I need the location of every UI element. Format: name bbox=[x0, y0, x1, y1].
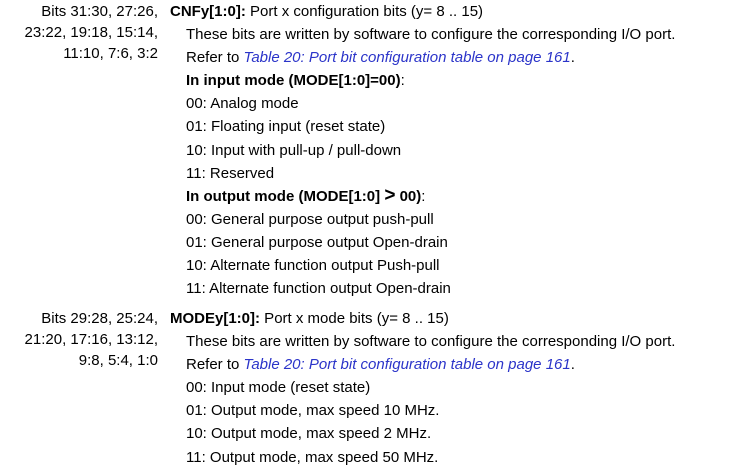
input-mode-heading: In input mode (MODE[1:0]=00): bbox=[170, 69, 747, 92]
option-item: 00: Analog mode bbox=[186, 95, 299, 113]
reference-prefix: Refer to bbox=[186, 356, 244, 374]
field-description-cnfy: CNFy[1:0]: Port x configuration bits (y=… bbox=[170, 0, 747, 300]
option-item: 00: Input mode (reset state) bbox=[186, 379, 371, 397]
option-item: 11: Alternate function output Open-drain bbox=[186, 280, 451, 298]
option-item: 10: Alternate function output Push-pull bbox=[186, 257, 440, 275]
reference-suffix: . bbox=[570, 356, 575, 374]
option-item: 01: Floating input (reset state) bbox=[186, 118, 386, 136]
field-description-modey: MODEy[1:0]: Port x mode bits (y= 8 .. 15… bbox=[170, 307, 747, 469]
option-item: 00: General purpose output push-pull bbox=[186, 210, 434, 228]
bit-range-line: 11:10, 7:6, 3:2 bbox=[63, 45, 158, 62]
input-mode-heading-text: In input mode (MODE[1:0]=00) bbox=[186, 72, 401, 90]
option-item: 01: General purpose output Open-drain bbox=[186, 233, 448, 251]
bit-range-line: 9:8, 5:4, 1:0 bbox=[78, 352, 158, 369]
bit-range-cnfy: Bits 31:30, 27:26, 23:22, 19:18, 15:14, … bbox=[0, 0, 158, 64]
option-item: 01: Output mode, max speed 10 MHz. bbox=[186, 402, 440, 420]
option-item: 10: Input with pull-up / pull-down bbox=[186, 141, 402, 159]
output-mode-heading: In output mode (MODE[1:0] > 00): bbox=[170, 185, 747, 208]
heading-colon: : bbox=[421, 187, 426, 205]
greater-than-symbol: > bbox=[384, 184, 396, 206]
option-item: 11: Output mode, max speed 50 MHz. bbox=[186, 448, 439, 466]
bit-range-line: 23:22, 19:18, 15:14, bbox=[24, 24, 158, 41]
field-desc: These bits are written by software to co… bbox=[186, 333, 676, 351]
bit-range-line: Bits 29:28, 25:24, bbox=[41, 310, 158, 327]
field-desc: These bits are written by software to co… bbox=[186, 26, 676, 44]
field-name: CNFy[1:0]: bbox=[170, 3, 246, 20]
option-item: 10: Output mode, max speed 2 MHz. bbox=[186, 425, 432, 443]
reference-line: Refer to Table 20: Port bit configuratio… bbox=[170, 353, 747, 376]
field-name: MODEy[1:0]: bbox=[170, 310, 261, 327]
table-reference-link[interactable]: Table 20: Port bit configuration table o… bbox=[243, 49, 571, 67]
field-title: CNFy[1:0]: Port x configuration bits (y=… bbox=[170, 0, 747, 23]
option-item: 11: Reserved bbox=[186, 164, 275, 182]
reference-prefix: Refer to bbox=[186, 49, 244, 67]
reference-suffix: . bbox=[570, 49, 575, 67]
table-reference-link[interactable]: Table 20: Port bit configuration table o… bbox=[243, 356, 571, 374]
output-mode-heading-text: In output mode (MODE[1:0] bbox=[186, 187, 385, 205]
field-title-text: Port x configuration bits (y= 8 .. 15) bbox=[245, 3, 484, 20]
bit-range-line: Bits 31:30, 27:26, bbox=[41, 3, 158, 20]
bit-range-line: 21:20, 17:16, 13:12, bbox=[24, 331, 158, 348]
reference-line: Refer to Table 20: Port bit configuratio… bbox=[170, 46, 747, 69]
field-title-text: Port x mode bits (y= 8 .. 15) bbox=[260, 310, 449, 327]
bit-range-modey: Bits 29:28, 25:24, 21:20, 17:16, 13:12, … bbox=[0, 307, 158, 371]
heading-colon: : bbox=[400, 72, 405, 90]
output-mode-heading-value: 00) bbox=[395, 187, 422, 205]
field-title: MODEy[1:0]: Port x mode bits (y= 8 .. 15… bbox=[170, 307, 747, 330]
